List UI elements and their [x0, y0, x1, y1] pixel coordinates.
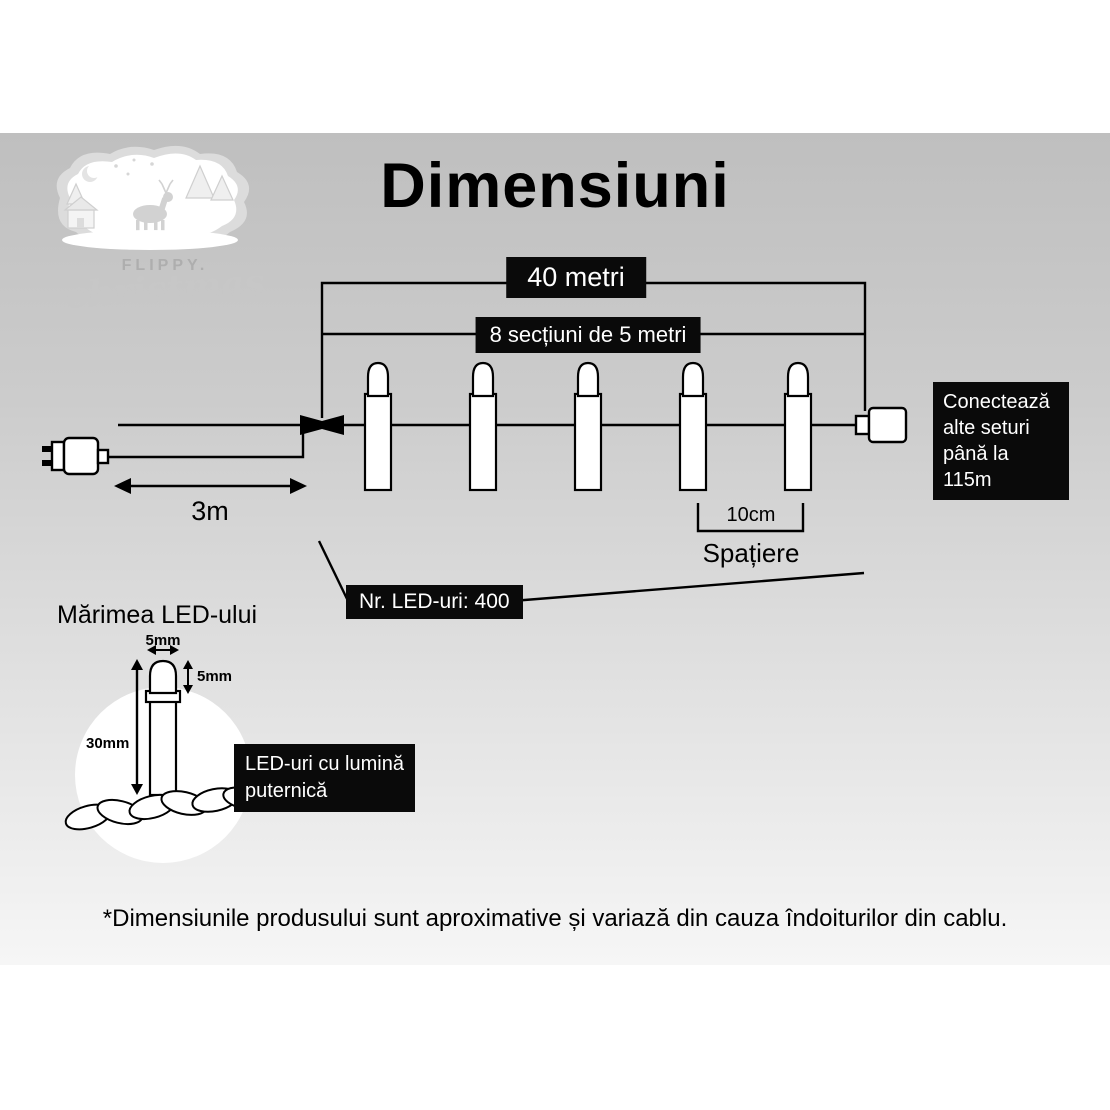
brand-logo [32, 140, 267, 265]
lead-wire [106, 425, 305, 459]
arrow-5mm-height [183, 660, 193, 694]
page-title: Dimensiuni [380, 151, 730, 221]
led-size-heading: Mărimea LED-ului [57, 601, 258, 629]
string-connector-icon [300, 415, 344, 435]
total-length-badge: 40 metri [506, 257, 646, 298]
total-height-label: 30mm [86, 735, 130, 752]
lead-length-label: 3m [191, 496, 229, 526]
led-bulb [363, 361, 393, 492]
plug-icon [42, 436, 110, 476]
led-note-box: LED-uri cu lumină puternică [234, 744, 415, 812]
leader-line-right [511, 571, 865, 603]
led-bulb [573, 361, 603, 492]
logo-winter-scene [56, 145, 250, 250]
logo-brand-text: FLIPPY. [121, 257, 209, 274]
spacing-label: Spațiere [702, 538, 800, 568]
led-magnified [144, 659, 182, 797]
arrow-30mm [131, 659, 143, 795]
end-connector-icon [854, 406, 908, 444]
bracket-10cm [696, 503, 805, 533]
deer-icon [133, 192, 173, 234]
connect-note-box: Conectează alte seturi până la 115m [933, 382, 1069, 500]
arrow-3m [114, 478, 307, 494]
led-count-badge: Nr. LED-uri: 400 [346, 585, 523, 619]
disclaimer-text: *Dimensiunile produsului sunt aproximati… [102, 905, 1008, 932]
arrow-5mm-width [147, 645, 179, 655]
bulb-height-label: 5mm [197, 668, 233, 685]
sections-badge: 8 secțiuni de 5 metri [475, 317, 701, 353]
stars-icon [114, 158, 154, 176]
led-bulb [468, 361, 498, 492]
bulb-width-label: 5mm [145, 632, 181, 649]
twisted-wire [64, 786, 264, 831]
spacing-value-label: 10cm [726, 504, 776, 526]
led-bulb [678, 361, 708, 492]
house-icon [63, 196, 99, 229]
leader-line-left [317, 540, 351, 604]
led-bulb [783, 361, 813, 492]
led-magnifier [64, 645, 264, 863]
